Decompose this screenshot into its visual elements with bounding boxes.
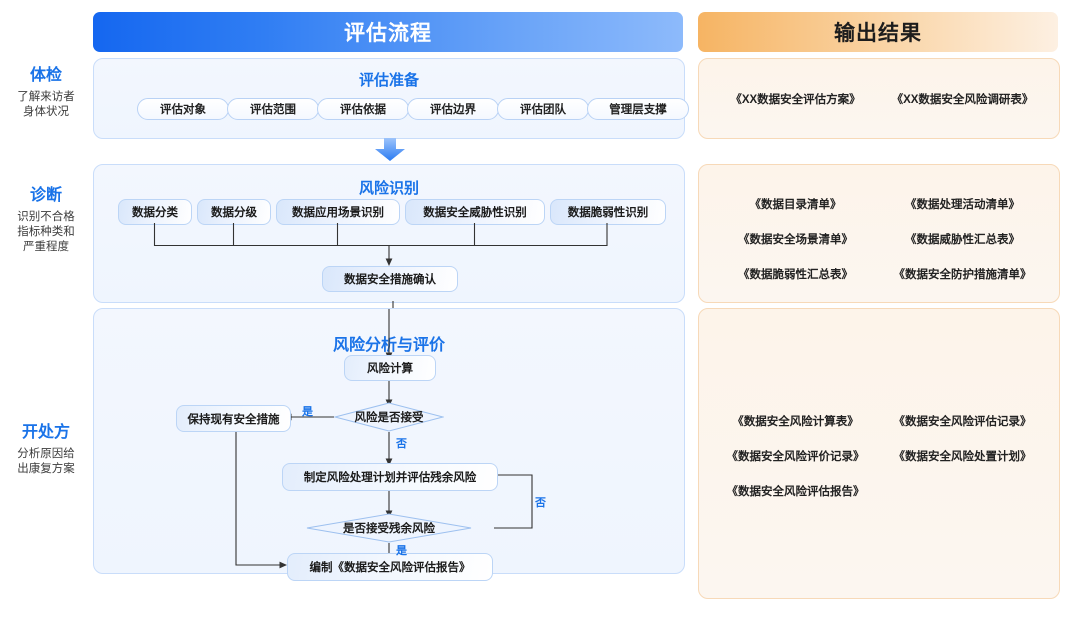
node-data-vulnerability-identification[interactable]: 数据脆弱性识别 xyxy=(550,199,666,225)
stage-desc: 了解来访者 身体状况 xyxy=(2,90,90,120)
stage-title: 体检 xyxy=(29,67,62,84)
node-data-classification[interactable]: 数据分类 xyxy=(118,199,192,225)
node-risk-calculation[interactable]: 风险计算 xyxy=(344,355,436,381)
stage-desc-line: 分析原因给 xyxy=(17,448,75,460)
output-panel-risk-analysis: 《数据安全风险计算表》 《数据安全风险评估记录》 《数据安全风险评价记录》 《数… xyxy=(698,308,1060,599)
stage-desc-line: 严重程度 xyxy=(23,241,69,253)
stage-label-checkup: 体检 了解来访者 身体状况 xyxy=(2,66,90,120)
stage-label-prescription: 开处方 分析原因给 出康复方案 xyxy=(2,423,90,477)
stage-desc-line: 了解来访者 xyxy=(17,91,75,103)
stage-desc-line: 出康复方案 xyxy=(17,463,75,475)
output-item: 《数据安全风险评估报告》 xyxy=(726,486,865,498)
output-item: 《数据威胁性汇总表》 xyxy=(905,234,1020,246)
stage-label-diagnosis: 诊断 识别不合格 指标种类和 严重程度 xyxy=(2,186,90,255)
chip-assessment-scope[interactable]: 评估范围 xyxy=(227,98,319,120)
node-data-application-scenario-identification[interactable]: 数据应用场景识别 xyxy=(276,199,400,225)
stage-title: 诊断 xyxy=(29,187,62,204)
stage-desc-line: 身体状况 xyxy=(23,106,69,118)
edge-label-yes-residual: 是 xyxy=(396,545,407,557)
output-item: 《数据目录清单》 xyxy=(749,199,842,211)
output-column-header: 输出结果 xyxy=(698,12,1058,52)
stage-desc-line: 指标种类和 xyxy=(17,226,75,238)
output-column-header-label: 输出结果 xyxy=(834,22,922,45)
node-keep-existing-measures[interactable]: 保持现有安全措施 xyxy=(176,405,291,432)
node-data-security-measure-confirmation[interactable]: 数据安全措施确认 xyxy=(322,266,458,292)
output-item: 《数据处理活动清单》 xyxy=(905,199,1020,211)
chip-assessment-team[interactable]: 评估团队 xyxy=(497,98,589,120)
output-panel-risk-identification: 《数据目录清单》 《数据处理活动清单》 《数据安全场景清单》 《数据威胁性汇总表… xyxy=(698,164,1060,303)
chip-assessment-boundary[interactable]: 评估边界 xyxy=(407,98,499,120)
output-item: 《数据安全风险评价记录》 xyxy=(726,451,865,463)
output-item: 《XX数据安全风险调研表》 xyxy=(891,94,1034,106)
stage-desc-line: 识别不合格 xyxy=(17,211,75,223)
output-item: 《数据安全风险评估记录》 xyxy=(893,416,1032,428)
output-item: 《XX数据安全评估方案》 xyxy=(730,94,861,106)
panel-title-risk-identification: 风险识别 xyxy=(358,180,419,197)
node-risk-treatment-plan[interactable]: 制定风险处理计划并评估残余风险 xyxy=(282,463,498,491)
down-arrow-icon xyxy=(373,138,407,162)
stage-desc: 识别不合格 指标种类和 严重程度 xyxy=(2,210,90,255)
stage-desc: 分析原因给 出康复方案 xyxy=(2,447,90,477)
output-item xyxy=(882,483,1043,499)
panel-risk-identification: 风险识别 数据分类 数据分级 数据应用场景识别 数据安全威胁性识别 数据脆弱性识… xyxy=(93,164,685,303)
panel-risk-analysis-evaluation: 风险分析与评价 xyxy=(93,308,685,581)
output-panel-preparation: 《XX数据安全评估方案》 《XX数据安全风险调研表》 xyxy=(698,58,1060,139)
output-item: 《数据脆弱性汇总表》 xyxy=(738,269,853,281)
output-item: 《数据安全风险处置计划》 xyxy=(893,451,1032,463)
stage-title: 开处方 xyxy=(21,424,70,441)
output-item: 《数据安全防护措施清单》 xyxy=(893,269,1032,281)
decision-residual-risk-acceptable[interactable]: 是否接受残余风险 xyxy=(306,513,472,543)
chip-management-support[interactable]: 管理层支撑 xyxy=(587,98,689,120)
decision-risk-acceptable[interactable]: 风险是否接受 xyxy=(334,402,444,432)
edge-label-no-residual: 否 xyxy=(535,497,546,509)
chip-assessment-basis[interactable]: 评估依据 xyxy=(317,98,409,120)
edge-label-yes-accept: 是 xyxy=(302,406,313,418)
chip-assessment-object[interactable]: 评估对象 xyxy=(137,98,229,120)
panel-assessment-preparation: 评估准备 评估对象 评估范围 评估依据 评估边界 评估团队 管理层支撑 xyxy=(93,58,689,139)
node-compile-assessment-report[interactable]: 编制《数据安全风险评估报告》 xyxy=(287,553,493,581)
output-item: 《数据安全风险计算表》 xyxy=(732,416,859,428)
node-data-grading[interactable]: 数据分级 xyxy=(197,199,271,225)
flow-column-header-label: 评估流程 xyxy=(344,22,432,45)
panel-title-preparation: 评估准备 xyxy=(358,72,419,89)
edge-label-no-accept: 否 xyxy=(396,438,407,450)
flow-column-header: 评估流程 xyxy=(93,12,683,52)
panel-title-risk-analysis: 风险分析与评价 xyxy=(332,337,445,354)
node-data-security-threat-identification[interactable]: 数据安全威胁性识别 xyxy=(405,199,545,225)
output-item: 《数据安全场景清单》 xyxy=(738,234,853,246)
